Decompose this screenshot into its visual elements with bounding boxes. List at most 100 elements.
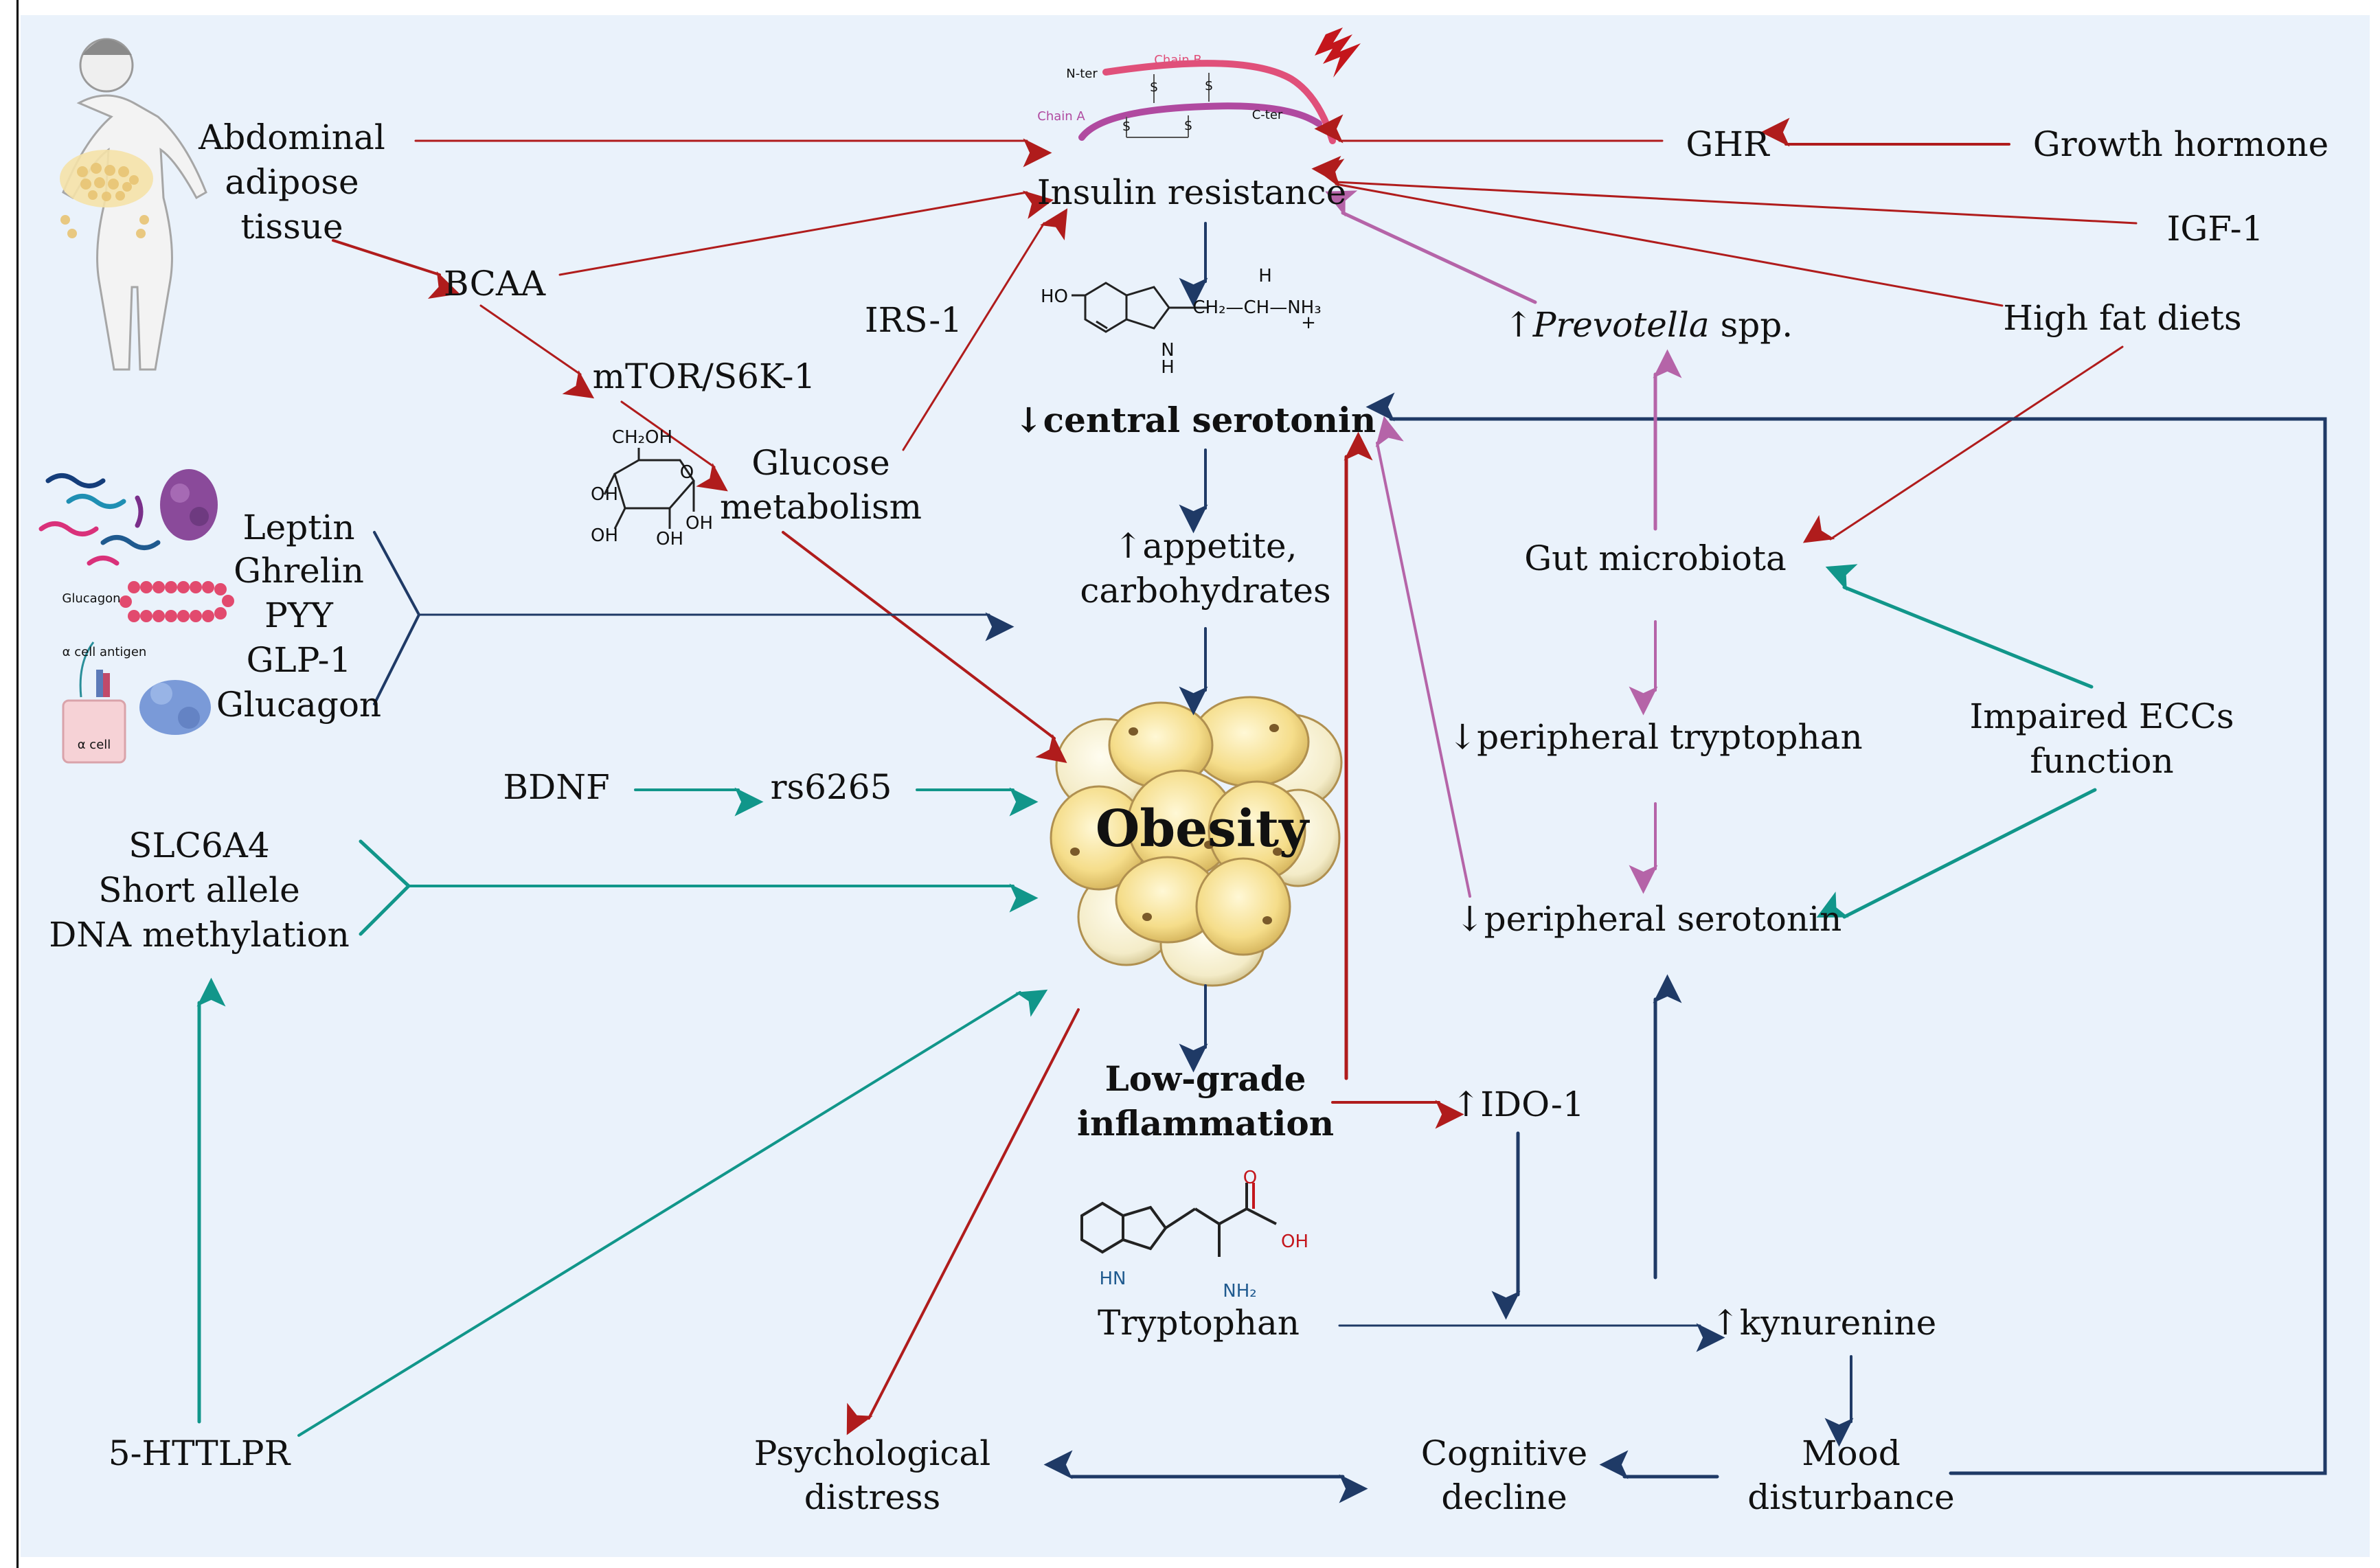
label-low-grade: Low-grade	[1104, 1058, 1306, 1099]
label-decline: decline	[1441, 1477, 1567, 1517]
label-slc6a4: SLC6A4	[128, 826, 270, 865]
arrow-igf1-to-insulin	[1311, 155, 2138, 225]
glucagon-small-label: Glucagon	[62, 591, 121, 606]
label-leptin: Leptin	[242, 508, 355, 547]
label-mtor: mTOR/S6K-1	[592, 356, 816, 396]
insulin-chain-b-label: Chain B	[1154, 53, 1202, 67]
label-impaired-eccs: Impaired ECCs	[1969, 696, 2234, 736]
label-insulin-resistance: Insulin resistance	[1036, 172, 1347, 212]
label-5httlpr: 5-HTTLPR	[108, 1433, 291, 1473]
serotonin-nh-h-label: H	[1161, 357, 1175, 378]
insulin-s-label-1: S	[1150, 80, 1158, 95]
serotonin-nh-label: N	[1161, 340, 1175, 361]
tryptophan-oh-label: OH	[1280, 1231, 1309, 1252]
label-bcaa: BCAA	[443, 264, 546, 304]
label-short-allele: Short allele	[98, 870, 300, 910]
label-tryptophan: Tryptophan	[1098, 1303, 1300, 1343]
label-igf1: IGF-1	[2166, 209, 2264, 249]
arrow-mtor-to-glucose	[620, 400, 728, 492]
label-ghrelin: Ghrelin	[234, 551, 364, 591]
arrow-hfd-to-insulin	[1313, 159, 2004, 307]
adipocytes-icon	[1050, 696, 1343, 987]
insulin-s-label-3: S	[1122, 120, 1131, 134]
label-bdnf: BDNF	[503, 767, 610, 807]
insulin-c-ter-label: C-ter	[1251, 108, 1283, 122]
label-adipose: adipose	[225, 162, 359, 202]
glucose-o-label: O	[679, 462, 694, 483]
insulin-n-ter-label: N-ter	[1066, 67, 1098, 81]
prevotella-suffix: spp.	[1709, 305, 1793, 345]
arrow-hfd-to-gut	[1802, 345, 2124, 543]
arrow-bcaa-to-insulin	[558, 190, 1054, 276]
tryptophan-o-label: O	[1243, 1168, 1258, 1188]
arrow-peripheral-serotonin-to-central	[1375, 416, 1471, 898]
label-abdominal: Abdominal	[199, 117, 385, 157]
label-growth-hormone: Growth hormone	[2032, 124, 2329, 164]
label-inflammation: inflammation	[1076, 1103, 1335, 1144]
glucose-oh-label-3: OH	[655, 529, 684, 549]
label-peripheral-tryptophan: ↓peripheral tryptophan	[1448, 717, 1863, 757]
insulin-molecule-icon	[1078, 60, 1336, 144]
label-dna-methylation: DNA methylation	[49, 915, 350, 955]
serotonin-plus-label: +	[1301, 313, 1316, 333]
arrow-httlpr-to-obesity	[297, 989, 1048, 1437]
label-tissue: tissue	[240, 207, 343, 247]
arrow-prevotella-to-insulin	[1325, 190, 1537, 304]
lightning-icon	[1315, 27, 1361, 78]
label-disturbance: disturbance	[1747, 1477, 1955, 1517]
tryptophan-molecule-icon	[1080, 1183, 1277, 1257]
serotonin-chain-label: CH₂—CH—NH₃	[1192, 297, 1322, 318]
glucose-molecule-icon	[603, 448, 695, 530]
label-mood: Mood	[1802, 1433, 1901, 1473]
label-peripheral-serotonin: ↓peripheral serotonin	[1455, 899, 1842, 939]
label-glucose: Glucose	[751, 443, 890, 483]
alpha-cell-label: α cell	[77, 738, 111, 752]
label-pyy: PYY	[264, 595, 333, 635]
serotonin-ho-label: HO	[1040, 286, 1069, 307]
insulin-s-label-4: S	[1184, 119, 1192, 133]
arrow-bcaa-to-mtor	[479, 304, 595, 399]
label-distress: distress	[804, 1477, 941, 1517]
alpha-cell-antigen-label: α cell antigen	[62, 645, 147, 659]
label-ghr: GHR	[1686, 124, 1769, 164]
arrow-mood-to-central-serotonin	[1365, 392, 2327, 1475]
label-high-fat-diets: High fat diets	[2003, 298, 2242, 338]
label-rs6265: rs6265	[770, 767, 892, 807]
arrow-glucose-to-obesity	[782, 531, 1067, 764]
arrow-eccs-to-peripheral-serotonin	[1816, 788, 2097, 919]
arrows	[196, 114, 2327, 1503]
prevotella-arrow: ↑	[1504, 305, 1533, 345]
tryptophan-hn-label: HN	[1099, 1269, 1126, 1289]
human-body-icon	[60, 38, 207, 371]
glucose-oh-label-1: OH	[590, 484, 619, 505]
hormone-molecules-icon	[38, 469, 234, 764]
insulin-chain-a-label: Chain A	[1037, 109, 1085, 124]
tryptophan-nh2-label: NH₂	[1223, 1281, 1257, 1302]
label-kynurenine: ↑kynurenine	[1710, 1303, 1937, 1343]
label-prevotella: ↑Prevotella spp.	[1504, 303, 1793, 347]
label-cognitive: Cognitive	[1420, 1433, 1588, 1473]
label-obesity: Obesity	[1095, 799, 1309, 859]
label-glp1: GLP-1	[246, 640, 352, 680]
slc6a4-bracket	[359, 839, 411, 936]
arrow-adipose-to-bcaa	[332, 239, 460, 299]
label-appetite: ↑appetite,	[1113, 526, 1297, 566]
prevotella-genus: Prevotella	[1532, 305, 1710, 345]
label-glucagon: Glucagon	[216, 685, 382, 725]
label-carbohydrates: carbohydrates	[1080, 571, 1331, 611]
insulin-s-label-2: S	[1205, 79, 1213, 93]
serotonin-h-label: H	[1258, 266, 1272, 286]
arrow-glucose-to-insulin	[902, 208, 1068, 451]
arrow-obesity-to-psych	[846, 1008, 1080, 1435]
glucose-oh-label-4: OH	[685, 513, 714, 534]
glucose-ch2oh-label: CH₂OH	[611, 427, 673, 448]
label-irs1: IRS-1	[864, 300, 963, 340]
label-psychological: Psychological	[753, 1433, 991, 1473]
glucose-oh-label-2: OH	[590, 525, 619, 546]
label-eccs-function: function	[2030, 741, 2174, 781]
left-border-line	[16, 0, 19, 1568]
label-gut-microbiota: Gut microbiota	[1524, 538, 1787, 578]
label-central-serotonin: ↓central serotonin	[1014, 400, 1376, 440]
